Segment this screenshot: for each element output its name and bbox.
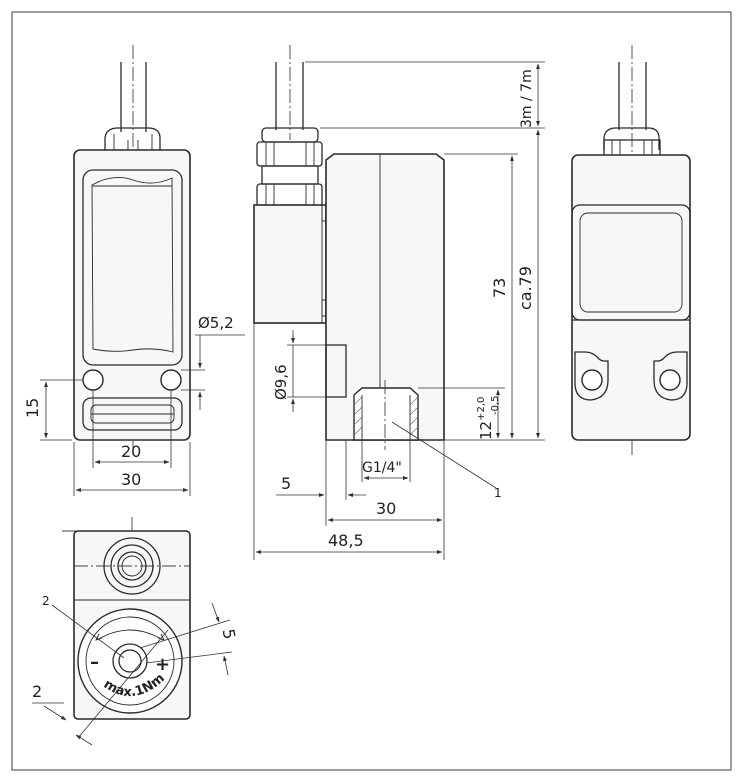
front-view bbox=[73, 45, 191, 455]
dim-cable-length: 3m / 7m bbox=[519, 69, 535, 128]
front-hole-right bbox=[160, 369, 182, 391]
adjust-dial bbox=[77, 608, 183, 714]
front-hole-left bbox=[82, 369, 104, 391]
back-view bbox=[571, 45, 691, 455]
side-housing bbox=[253, 204, 327, 324]
dim-hole-spacing-height: 15 bbox=[23, 398, 42, 418]
back-body bbox=[571, 154, 691, 441]
side-view bbox=[253, 45, 445, 450]
dim-bottom-offset: 2 bbox=[32, 682, 42, 701]
dim-adjust-angle: 5 bbox=[219, 627, 239, 640]
dim-offset: 5 bbox=[281, 474, 291, 493]
drawing-frame bbox=[11, 11, 732, 771]
back-hole-left bbox=[581, 369, 603, 391]
dial-minus-sign: – bbox=[90, 652, 99, 673]
side-dimensions: 3m / 7m 73 ca.79 Ø9,6 12+2,0 -0,5 G1/4" … bbox=[253, 61, 545, 560]
back-hole-right bbox=[659, 369, 681, 391]
top-view: – + max.1Nm 2 5 2 bbox=[32, 517, 239, 746]
dim-thread-depth-tol-lower: -0,5 bbox=[490, 395, 501, 415]
front-dimensions: Ø5,2 15 20 30 bbox=[23, 314, 245, 496]
front-body bbox=[73, 149, 191, 441]
dial-plus-sign: + bbox=[155, 654, 170, 675]
dim-total-height: ca.79 bbox=[516, 266, 535, 310]
callout-2: 2 bbox=[42, 594, 50, 608]
dim-total-width: 48,5 bbox=[328, 531, 364, 550]
dim-thread-depth: 12+2,0 bbox=[476, 397, 495, 440]
dim-front-width: 30 bbox=[121, 470, 141, 489]
dim-side-body-width: 30 bbox=[376, 499, 396, 518]
callout-1: 1 bbox=[494, 486, 502, 500]
dim-body-height: 73 bbox=[490, 278, 509, 298]
dim-hole-spacing-width: 20 bbox=[121, 442, 141, 461]
dim-hole-diameter: Ø5,2 bbox=[198, 314, 234, 332]
dim-thread: G1/4" bbox=[362, 460, 402, 476]
dim-port-diameter: Ø9,6 bbox=[272, 364, 290, 400]
